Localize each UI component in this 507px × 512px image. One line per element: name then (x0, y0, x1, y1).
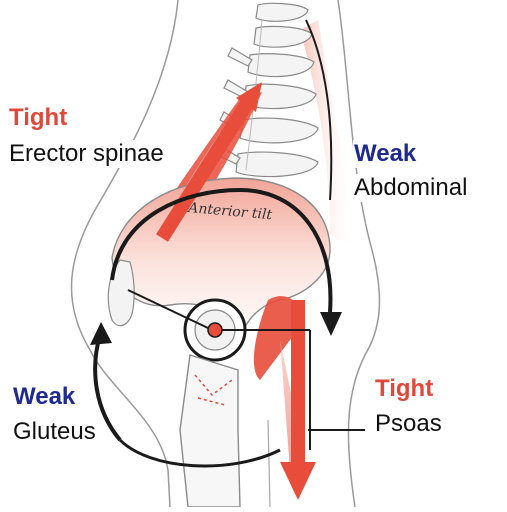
lumbar-spine (215, 2, 319, 178)
abdominal-status-label: Weak (353, 140, 418, 168)
erector-spinae-pull-arrow (156, 82, 262, 242)
psoas-status-label: Tight (374, 375, 435, 403)
femur-bone (179, 354, 241, 508)
body-outline-back (70, 0, 179, 508)
anterior-tilt-arc (110, 187, 333, 313)
rotation-lower-arc (118, 438, 281, 468)
erector-muscle-label: Erector spinae (8, 140, 165, 168)
sacrum-bone (107, 259, 135, 327)
anterior-tilt-label: Anterior tilt (186, 200, 273, 223)
body-outline-front (337, 0, 381, 508)
abdominal-arc (305, 19, 333, 201)
abdominal-muscle-label: Abdominal (353, 174, 469, 202)
abdominal-muscle (300, 20, 355, 250)
psoas-pull-arrow (280, 300, 316, 500)
erector-status-label: Tight (8, 104, 69, 132)
psoas-muscle-label: Psoas (374, 410, 443, 438)
pelvis-lever-lines (127, 289, 365, 450)
hip-axis-point (207, 322, 223, 338)
gluteus-muscle-label: Gluteus (12, 418, 97, 446)
gluteus-status-label: Weak (12, 383, 77, 411)
gluteus-rotation-arc (93, 334, 122, 442)
